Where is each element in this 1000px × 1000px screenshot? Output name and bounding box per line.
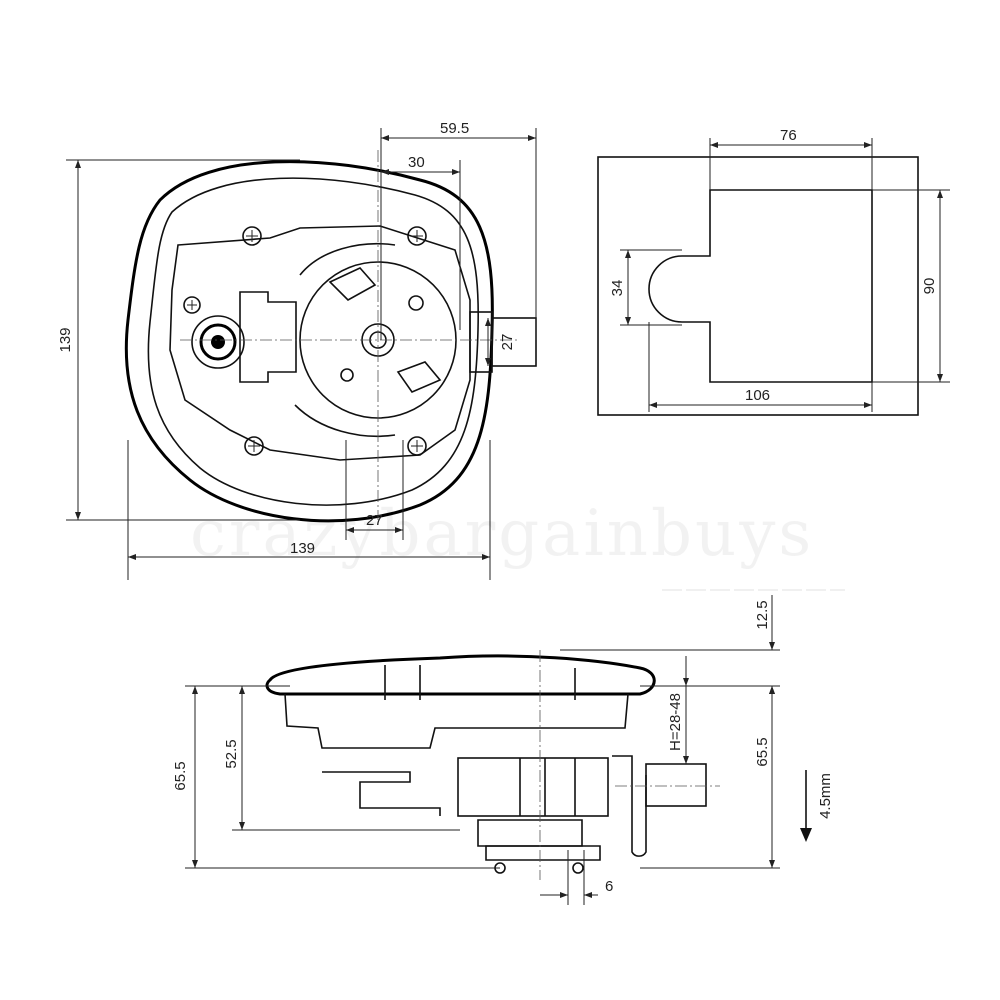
travel-arrow-head [800,828,812,842]
side-mechanism-ribs [519,758,576,816]
dim-label-106: 106 [745,387,770,404]
dim-line-6 [540,850,598,905]
side-bottom-plate [485,845,601,861]
guide-arc-top [299,242,396,276]
front-outer-outline [124,160,494,523]
dim-line-30 [381,160,461,330]
dim-line-52-5 [232,685,460,831]
dim-label-76: 76 [780,127,797,144]
cam-hole-2 [340,368,354,382]
dim-label-139-horizontal: 139 [290,540,315,557]
handle-lever [239,291,297,383]
dim-label-90: 90 [921,278,938,295]
dim-label-grip: H=28-48 [667,693,684,751]
cutout-shape [648,189,873,383]
side-housing [284,693,629,749]
dim-label-59-5: 59.5 [440,120,469,137]
dim-label-52-5: 52.5 [223,739,240,768]
side-bolt [645,763,707,807]
front-view: 59.5 30 139 139 27 27 [57,120,537,580]
dim-arrows-30 [381,169,460,175]
dim-line-139-vertical [66,159,300,521]
dim-line-59-5 [380,128,537,340]
side-base-block [477,819,583,847]
dim-label-65-5-right: 65.5 [754,737,771,766]
side-clamp [612,755,647,857]
screw-top-right [407,226,427,246]
dim-line-76 [709,138,873,190]
dim-label-65-5-left: 65.5 [172,761,189,790]
dim-line-27-bottom [345,440,404,540]
dim-label-27-bottom: 27 [366,512,383,529]
dim-line-106 [648,322,873,412]
side-lever [322,771,441,816]
bolt-tongue [491,317,537,367]
side-mechanism [457,757,609,817]
dim-line-90 [872,189,950,383]
dim-label-12-5: 12.5 [754,600,771,629]
dim-label-139-vertical: 139 [57,327,74,352]
screw-top-left [242,226,262,246]
screw-bottom-left [244,436,264,456]
guide-arc-bottom [294,404,396,438]
side-ribs [384,665,576,700]
cam-hole-1 [408,295,424,311]
dim-label-27-bolt: 27 [499,334,516,351]
dim-label-34: 34 [609,280,626,297]
screw-left [183,296,201,314]
side-flange [265,654,656,696]
dim-arrows-34 [625,250,631,325]
front-inner-outline [147,177,480,506]
side-nut-right [572,862,584,874]
dim-line-65-5-left [185,685,500,869]
dim-label-6: 6 [605,878,613,895]
cam-spring-1 [328,267,377,301]
dim-label-30: 30 [408,154,425,171]
dim-line-34 [620,249,682,326]
dim-line-12-5 [560,595,780,700]
dim-line-grip [660,656,700,765]
lock-core [211,335,225,349]
screw-bottom-right [407,436,427,456]
lock-cylinder [199,323,237,361]
cutout-view: 76 90 34 106 [597,127,950,416]
panel-outline [597,156,919,416]
watermark-text: crazybargainbuys [190,497,814,571]
dim-line-139-horizontal [127,440,491,580]
front-recess [169,225,471,461]
dim-arrows-6 [560,892,592,898]
cam-spring-2 [396,361,442,393]
lock-bezel [191,315,245,369]
side-view: 12.5 65.5 H=28-48 65.5 52.5 6 4.5mm [172,595,834,905]
dim-line-65-5-right [640,686,780,869]
travel-label: 4.5mm [817,773,834,819]
